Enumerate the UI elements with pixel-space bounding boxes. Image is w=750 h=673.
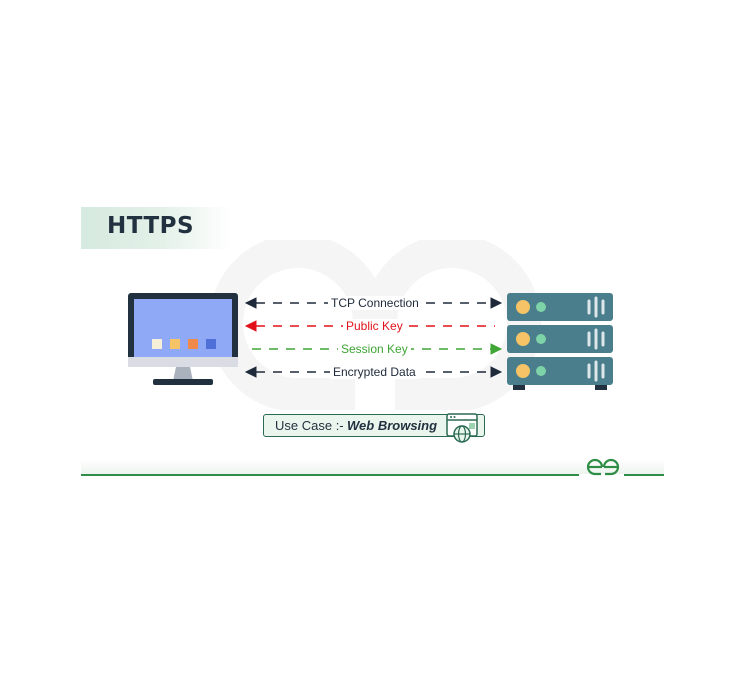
monitor-chin: [128, 357, 238, 367]
diagram-title: HTTPS: [107, 213, 195, 239]
web-browser-icon: [446, 413, 478, 443]
footer-band: [81, 459, 664, 474]
use-case-prefix: Use Case :-: [275, 418, 344, 433]
use-case-value: Web Browsing: [347, 418, 438, 433]
title-band: [81, 207, 231, 249]
tcp-connection-label: TCP Connection: [328, 296, 422, 310]
screen-tile: [170, 339, 180, 349]
server-unit-3: [507, 357, 613, 385]
tcp-connection-arrow: [244, 297, 503, 309]
geeksforgeeks-logo-icon: [586, 458, 620, 476]
footer-divider: [81, 474, 579, 476]
watermark-logo-icon: [209, 240, 541, 410]
monitor-base: [153, 379, 213, 385]
screen-tile: [188, 339, 198, 349]
footer-divider: [624, 474, 664, 476]
screen-tile: [206, 339, 216, 349]
server-rack-icon: [507, 293, 613, 390]
monitor-neck: [173, 367, 193, 381]
encrypted-data-label: Encrypted Data: [330, 365, 419, 379]
public-key-label: Public Key: [343, 319, 406, 333]
use-case-box: Use Case :- Web Browsing: [263, 414, 485, 437]
server-foot: [513, 385, 525, 390]
session-key-label: Session Key: [338, 342, 411, 356]
server-unit-2: [507, 325, 613, 353]
desktop-computer-icon: [128, 293, 238, 385]
screen-tile: [152, 339, 162, 349]
server-foot: [595, 385, 607, 390]
encrypted-data-arrow: [244, 366, 503, 378]
server-unit-1: [507, 293, 613, 321]
